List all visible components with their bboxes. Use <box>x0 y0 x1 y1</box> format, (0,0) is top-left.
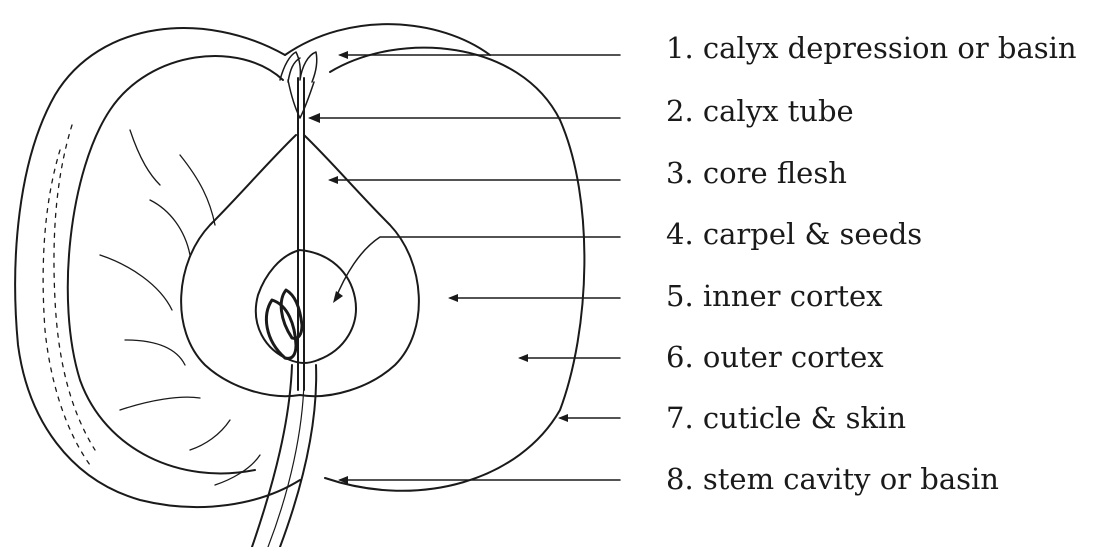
label-2-number: 2. <box>666 94 694 128</box>
label-7: 7. cuticle & skin <box>666 404 906 433</box>
label-4-number: 4. <box>666 217 694 251</box>
skin-texture <box>43 125 95 465</box>
apple-outline-left <box>15 28 300 507</box>
stem <box>252 365 316 547</box>
label-8: 8. stem cavity or basin <box>666 465 999 494</box>
label-3: 3. core flesh <box>666 159 847 188</box>
label-2: 2. calyx tube <box>666 97 854 126</box>
veins <box>100 130 260 485</box>
leader-4 <box>335 237 620 300</box>
label-7-text: cuticle & skin <box>703 401 906 435</box>
label-3-text: core flesh <box>703 156 847 190</box>
left-lobe-inner <box>68 56 283 473</box>
label-6-number: 6. <box>666 340 694 374</box>
carpel-outline <box>256 250 356 363</box>
label-4: 4. carpel & seeds <box>666 220 922 249</box>
label-7-number: 7. <box>666 401 694 435</box>
leader-lines <box>310 55 620 480</box>
label-3-number: 3. <box>666 156 694 190</box>
label-5-number: 5. <box>666 279 694 313</box>
label-1-text: calyx depression or basin <box>703 31 1077 65</box>
stem-fiber <box>268 380 304 547</box>
label-5: 5. inner cortex <box>666 282 883 311</box>
label-4-text: carpel & seeds <box>703 217 922 251</box>
label-6: 6. outer cortex <box>666 343 884 372</box>
calyx-tube <box>288 80 314 118</box>
label-2-text: calyx tube <box>703 94 854 128</box>
label-1: 1. calyx depression or basin <box>666 34 1077 63</box>
label-5-text: inner cortex <box>703 279 883 313</box>
arrowheads <box>308 51 568 484</box>
label-8-number: 8. <box>666 462 694 496</box>
label-8-text: stem cavity or basin <box>703 462 999 496</box>
label-6-text: outer cortex <box>703 340 884 374</box>
apple-outline-right <box>325 48 584 491</box>
label-1-number: 1. <box>666 31 694 65</box>
core-outline <box>181 135 419 396</box>
